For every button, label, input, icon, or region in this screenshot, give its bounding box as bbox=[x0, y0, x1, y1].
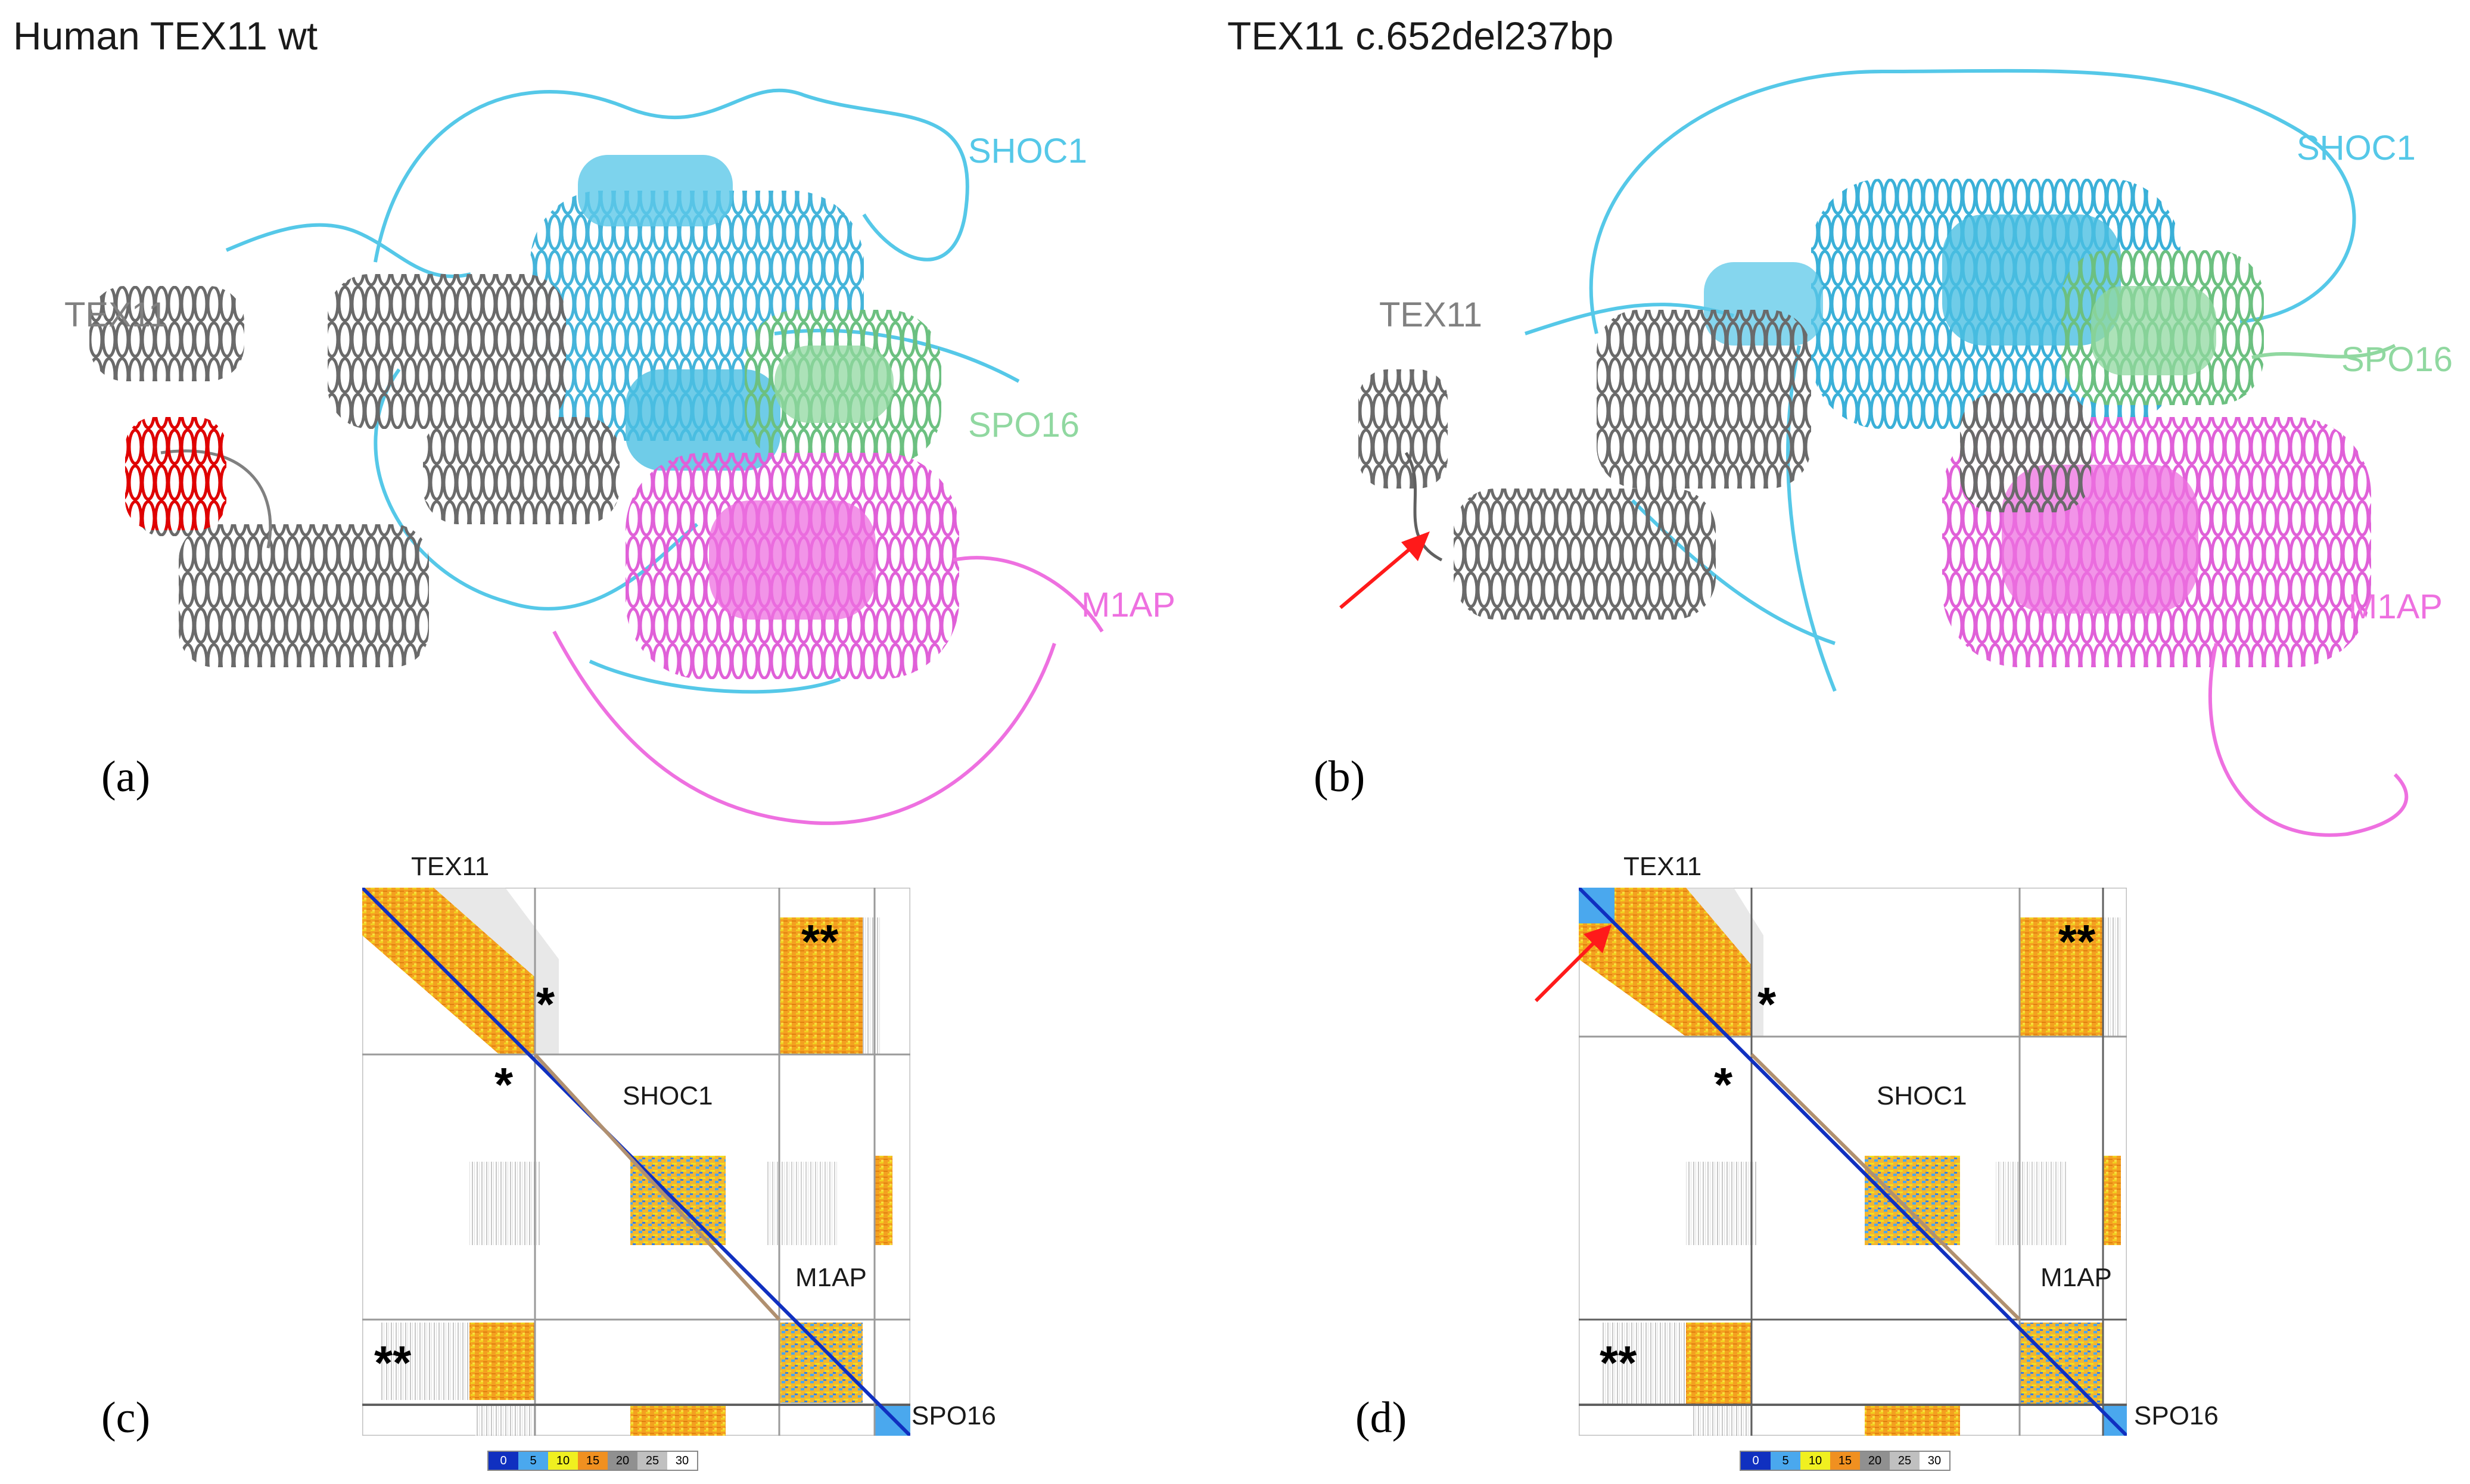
panel-d-color-scale: 0 5 10 15 20 25 30 bbox=[1740, 1451, 1951, 1471]
panel-b-m1ap-label: M1AP bbox=[2348, 587, 2443, 626]
panel-d-single-marker-left: * bbox=[1714, 1058, 1733, 1111]
panel-d-tex11-label: TEX11 bbox=[1623, 852, 1702, 881]
scale-cell: 10 bbox=[1800, 1452, 1830, 1470]
scale-cell: 0 bbox=[489, 1452, 518, 1470]
scale-cell: 20 bbox=[1860, 1452, 1890, 1470]
scale-cell: 5 bbox=[1771, 1452, 1800, 1470]
panel-d-spo16-label: SPO16 bbox=[2134, 1401, 2219, 1430]
panel-a-structure bbox=[89, 88, 1104, 825]
panel-b-shoc1-label: SHOC1 bbox=[2297, 129, 2416, 167]
panel-c-color-scale: 0 5 10 15 20 25 30 bbox=[487, 1451, 698, 1471]
scale-cell: 25 bbox=[1890, 1452, 1920, 1470]
panel-c-shoc1-label: SHOC1 bbox=[623, 1081, 713, 1110]
scale-cell: 5 bbox=[518, 1452, 548, 1470]
panel-b-arrow bbox=[1339, 531, 1430, 609]
panel-c-single-marker-top: * bbox=[536, 978, 555, 1031]
scale-cell: 15 bbox=[1830, 1452, 1860, 1470]
spo16-chain bbox=[2061, 250, 2396, 405]
scale-cell: 25 bbox=[637, 1452, 667, 1470]
panel-b-structure bbox=[1358, 69, 2409, 837]
panel-d-arrow bbox=[1534, 925, 1612, 1003]
panel-d-m1ap-label: M1AP bbox=[2040, 1263, 2112, 1292]
panel-a-spo16-label: SPO16 bbox=[968, 406, 1080, 444]
scale-cell: 10 bbox=[548, 1452, 578, 1470]
scale-cell: 30 bbox=[667, 1452, 697, 1470]
tex11-deleted-region bbox=[125, 417, 226, 530]
panel-c-m1ap-label: M1AP bbox=[795, 1263, 867, 1292]
panel-b-title: TEX11 c.652del237bp bbox=[1227, 14, 1614, 58]
panel-c-spo16-label: SPO16 bbox=[912, 1401, 996, 1430]
panel-a-tex11-label: TEX11 bbox=[64, 295, 168, 334]
panel-c-pae-matrix bbox=[362, 888, 910, 1436]
panel-d-shoc1-label: SHOC1 bbox=[1877, 1081, 1967, 1110]
panel-b-label: (b) bbox=[1314, 752, 1365, 801]
tex11-chain bbox=[1358, 310, 2091, 620]
panel-a-shoc1-label: SHOC1 bbox=[968, 132, 1087, 170]
panel-d-double-marker-top: ** bbox=[2058, 915, 2096, 968]
panel-a-title: Human TEX11 wt bbox=[13, 14, 318, 58]
panel-c-single-marker-left: * bbox=[494, 1058, 514, 1111]
panel-b-spo16-label: SPO16 bbox=[2341, 340, 2453, 379]
m1ap-chain bbox=[552, 453, 1104, 825]
panel-d-label: (d) bbox=[1355, 1393, 1407, 1442]
panel-c-double-marker-top: ** bbox=[801, 915, 839, 968]
scale-cell: 15 bbox=[578, 1452, 608, 1470]
panel-d-double-marker-left: ** bbox=[1600, 1336, 1637, 1389]
panel-a-label: (a) bbox=[101, 752, 151, 801]
scale-cell: 0 bbox=[1741, 1452, 1771, 1470]
spo16-chain bbox=[745, 310, 941, 465]
panel-d-single-marker-top: * bbox=[1757, 978, 1777, 1031]
scale-cell: 30 bbox=[1920, 1452, 1949, 1470]
scale-cell: 20 bbox=[608, 1452, 637, 1470]
panel-d-pae-matrix bbox=[1579, 888, 2127, 1436]
panel-a-m1ap-label: M1AP bbox=[1081, 586, 1175, 624]
panel-c-label: (c) bbox=[101, 1393, 151, 1442]
panel-c-double-marker-left: ** bbox=[374, 1336, 412, 1389]
panel-c-tex11-label: TEX11 bbox=[411, 852, 490, 881]
panel-b-tex11-label: TEX11 bbox=[1379, 295, 1483, 334]
